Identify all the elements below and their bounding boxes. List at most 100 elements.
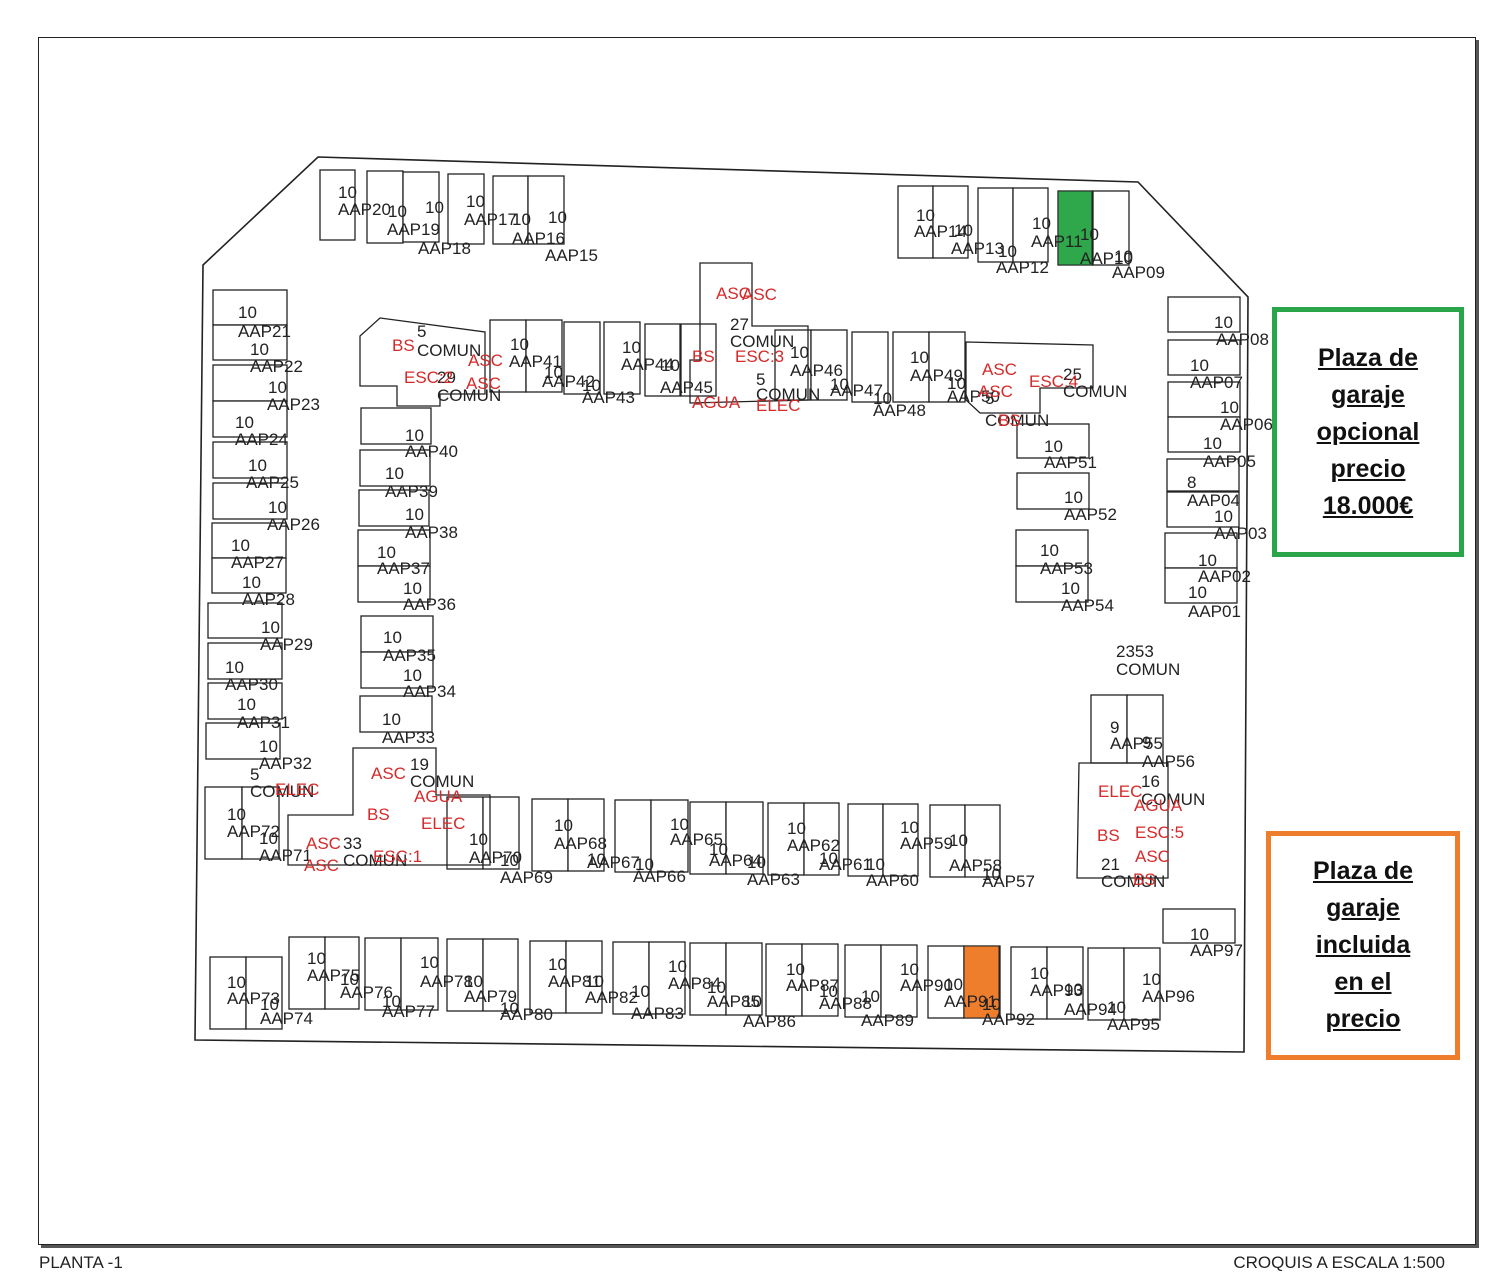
space-id-label: AAP46	[790, 361, 843, 380]
space-area-label: 10	[425, 198, 444, 217]
parking-bay-32	[1164, 567, 1238, 604]
space-area-label: 10	[338, 183, 357, 202]
service-label: ELEC	[275, 780, 319, 799]
space-area-label: 10	[238, 303, 257, 322]
parking-bay-6	[527, 175, 565, 245]
space-area-label: 10	[227, 973, 246, 992]
space-area-label: 10	[510, 335, 529, 354]
space-id-label: AAP75	[307, 966, 360, 985]
parking-bay-8	[932, 185, 969, 259]
space-area-label: 10	[1190, 356, 1209, 375]
legend-included-line-2: garaje	[1326, 894, 1400, 922]
service-label: BS	[392, 336, 415, 355]
space-id-label: AAP91	[944, 992, 997, 1011]
common-area-label: COMUN	[756, 385, 820, 404]
common-area-label: COMUN	[343, 851, 407, 870]
space-id-label: AAP51	[1044, 453, 1097, 472]
parking-bay-34	[525, 319, 563, 393]
parking-bay-27	[1167, 381, 1241, 418]
space-id-label: AAP77	[382, 1002, 435, 1021]
space-id-label: AAP50	[947, 387, 1000, 406]
common-area-label: COMUN	[1063, 382, 1127, 401]
parking-bay-95	[1046, 946, 1084, 1020]
space-id-label: AAP93	[1030, 981, 1083, 1000]
parking-bay-79	[400, 937, 439, 1011]
space-id-label: AAP15	[545, 246, 598, 265]
space-area-label: 9	[1110, 718, 1119, 737]
space-area-label: 10	[1061, 579, 1080, 598]
service-core-outline-5	[1076, 762, 1169, 879]
parking-bay-28	[1167, 416, 1241, 453]
space-id-label: AAP33	[382, 728, 435, 747]
space-area-label: 10	[900, 960, 919, 979]
space-id-label: AAP38	[405, 523, 458, 542]
common-area-label: COMUN	[250, 782, 314, 801]
space-area-label: 10	[237, 695, 256, 714]
space-id-label: AAP61	[819, 855, 872, 874]
space-area-label: 10	[910, 348, 929, 367]
space-area-label: 10	[900, 818, 919, 837]
space-area-label: 10	[631, 982, 650, 1001]
parking-bay-21	[207, 602, 283, 639]
service-label: AGUA	[692, 393, 741, 412]
legend-optional-line-4: precio	[1330, 454, 1406, 483]
space-id-label: AAP21	[238, 322, 291, 341]
space-area-label: 10	[585, 972, 604, 991]
parking-bay-98	[1162, 908, 1236, 944]
service-core-outline-2	[689, 262, 809, 404]
service-label: BS	[1097, 826, 1120, 845]
service-core-outline-3	[965, 341, 1094, 414]
space-id-label: AAP67	[587, 853, 640, 872]
parking-bay-69	[882, 803, 919, 877]
space-id-label: AAP65	[670, 830, 723, 849]
space-id-label: AAP83	[631, 1004, 684, 1023]
parking-bay-3	[402, 171, 440, 243]
legend-optional-line-1: Plaza de	[1317, 343, 1419, 372]
space-id-label: AAP86	[743, 1012, 796, 1031]
space-area-label: 10	[512, 210, 531, 229]
space-id-label: AAP56	[1142, 752, 1195, 771]
common-area-label: COMUN	[1116, 660, 1180, 679]
common-area-size: 21	[1101, 855, 1120, 874]
space-id-label: AAP29	[260, 635, 313, 654]
space-id-label: AAP22	[250, 357, 303, 376]
space-id-label: AAP88	[819, 994, 872, 1013]
space-area-label: 10	[1040, 541, 1059, 560]
space-id-label: AAP08	[1216, 330, 1269, 349]
space-area-label: 10	[469, 830, 488, 849]
space-id-label: AAP84	[668, 974, 721, 993]
space-area-label: 10	[1188, 583, 1207, 602]
space-area-label: 10	[268, 378, 287, 397]
space-area-label: 10	[227, 805, 246, 824]
space-id-label: AAP36	[403, 595, 456, 614]
service-label: ASC	[304, 856, 339, 875]
service-label: BS	[367, 805, 390, 824]
space-area-label: 10	[405, 426, 424, 445]
space-area-label: 10	[916, 206, 935, 225]
space-id-label: AAP16	[512, 229, 565, 248]
space-id-label: AAP81	[548, 972, 601, 991]
space-id-label: AAP52	[1064, 505, 1117, 524]
space-id-label: AAP20	[338, 200, 391, 219]
space-area-label: 10	[1190, 925, 1209, 944]
common-area-size: 19	[410, 755, 429, 774]
space-id-label: AAP30	[225, 675, 278, 694]
included-space-highlight	[963, 945, 1000, 1019]
parking-bay-88	[765, 943, 803, 1017]
space-id-label: AAP53	[1040, 559, 1093, 578]
service-label: ESC:2	[404, 368, 453, 387]
parking-bay-2	[366, 170, 404, 244]
space-area-label: 10	[1044, 437, 1063, 456]
service-label: ASC	[466, 374, 501, 393]
space-id-label: AAP42	[542, 372, 595, 391]
legend-optional-line-5: 18.000€	[1322, 491, 1414, 520]
space-id-label: AAP47	[830, 381, 883, 400]
space-area-label: 10	[1080, 225, 1099, 244]
parking-bay-73	[241, 786, 280, 860]
space-id-label: AAP96	[1142, 987, 1195, 1006]
space-id-label: AAP37	[377, 559, 430, 578]
space-area-label: 10	[1198, 551, 1217, 570]
common-area-size: 25	[1063, 365, 1082, 384]
service-label: ESC:5	[1135, 823, 1184, 842]
space-area-label: 10	[587, 850, 606, 869]
